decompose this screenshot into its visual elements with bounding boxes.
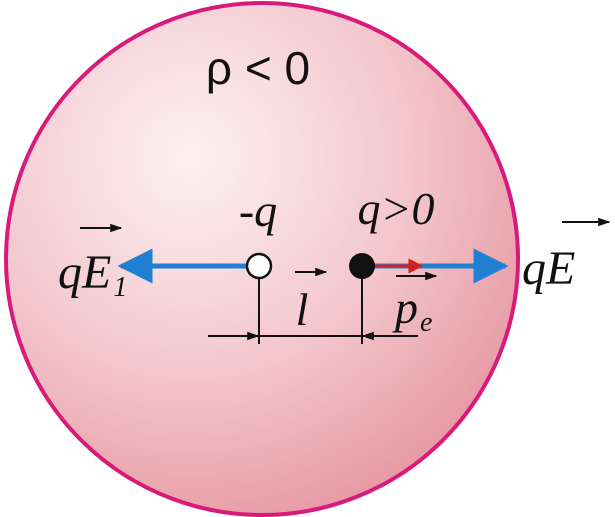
displacement-label: l	[296, 284, 309, 335]
density-label: ρ < 0	[206, 42, 310, 94]
right-force-label: qE	[522, 242, 575, 295]
left-force-label: qE1	[58, 246, 127, 303]
positive-charge-label: q>0	[357, 183, 434, 234]
negative-charge-label: -q	[239, 185, 277, 236]
dipole-moment-label: pe	[392, 282, 432, 338]
positive-charge	[349, 253, 375, 279]
negative-charge	[245, 252, 273, 280]
